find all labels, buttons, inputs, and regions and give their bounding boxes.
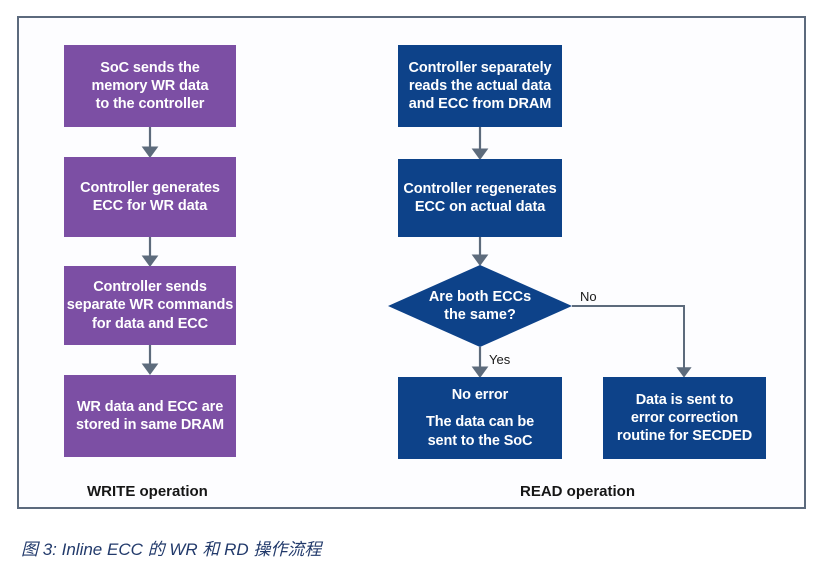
- branch-label-no: No: [580, 289, 597, 304]
- node-line: for data and ECC: [91, 315, 209, 332]
- decision-are-both-eccs-the-same: Are both ECCs the same?: [388, 265, 572, 347]
- node-line: reads the actual data: [408, 77, 552, 94]
- node-controller-regenerates-ecc: Controller regenerates ECC on actual dat…: [398, 159, 562, 237]
- node-line: No error: [451, 387, 509, 404]
- node-line: stored in same DRAM: [76, 417, 224, 433]
- branch-label-yes: Yes: [489, 352, 511, 367]
- node-line: Controller separately: [408, 59, 552, 76]
- node-secded-outcome: Data is sent to error correction routine…: [603, 377, 766, 459]
- node-line: Controller generates: [80, 179, 220, 196]
- write-operation-label: WRITE operation: [87, 483, 208, 500]
- node-line: to the controller: [95, 96, 205, 113]
- node-line: Controller sends: [93, 279, 207, 296]
- node-line: separate WR commands: [66, 297, 234, 314]
- node-controller-generates-ecc: Controller generates ECC for WR data: [64, 157, 236, 237]
- node-wr-data-ecc-stored: WR data and ECC are stored in same DRAM: [64, 375, 236, 457]
- node-line: memory WR data: [91, 77, 209, 94]
- node-line: SoC sends the: [100, 59, 200, 76]
- node-line: Controller regenerates: [403, 180, 557, 197]
- node-line: the same?: [444, 307, 516, 323]
- node-line: sent to the SoC: [427, 432, 533, 449]
- decision-label: Are both ECCs the same?: [388, 265, 572, 347]
- node-line: Are both ECCs: [428, 288, 532, 305]
- node-no-error-outcome: No error The data can be sent to the SoC: [398, 377, 562, 459]
- read-operation-label: READ operation: [520, 483, 636, 500]
- node-controller-sends-wr-commands: Controller sends separate WR commands fo…: [64, 266, 236, 345]
- diamond-shape: [388, 265, 572, 347]
- node-line: routine for SECDED: [616, 428, 753, 445]
- node-controller-reads-data-ecc: Controller separately reads the actual d…: [398, 45, 562, 127]
- node-line: ECC for WR data: [92, 198, 208, 214]
- node-line: WR data and ECC are: [76, 398, 224, 415]
- node-line: and ECC from DRAM: [408, 96, 552, 113]
- node-soc-sends-wr-data: SoC sends the memory WR data to the cont…: [64, 45, 236, 127]
- node-line: error correction: [630, 409, 739, 426]
- node-line: ECC on actual data: [414, 199, 546, 215]
- figure-caption: 图 3: Inline ECC 的 WR 和 RD 操作流程: [21, 540, 322, 559]
- node-line: The data can be: [425, 414, 535, 431]
- node-line: Data is sent to: [635, 391, 734, 408]
